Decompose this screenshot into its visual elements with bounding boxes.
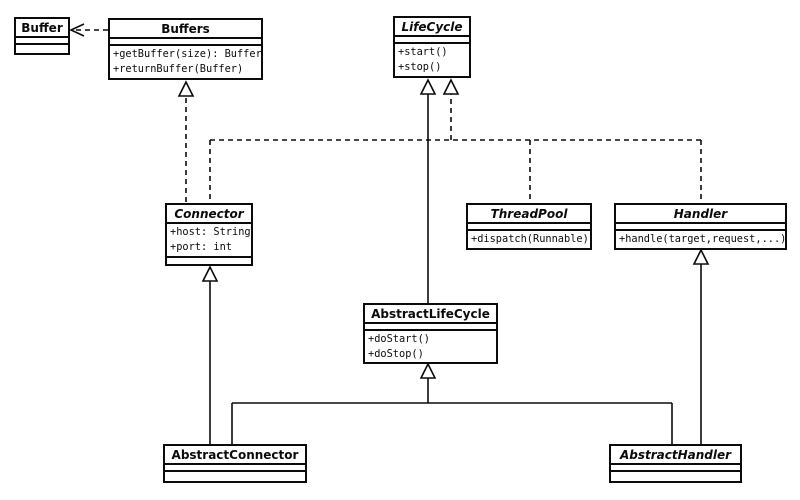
class-handler: Handler +handle(target,request,...) xyxy=(614,203,787,250)
attributes-compartment xyxy=(110,37,261,44)
class-abstractlifecycle: AbstractLifeCycle +doStart() +doStop() xyxy=(363,303,498,364)
class-title: Handler xyxy=(673,207,728,221)
methods-compartment xyxy=(165,470,305,481)
class-title: Buffers xyxy=(161,22,210,36)
method: +doStop() xyxy=(368,348,424,360)
attributes-compartment xyxy=(611,463,740,470)
class-title: AbstractHandler xyxy=(619,448,732,462)
method: +handle(target,request,...) xyxy=(619,233,787,245)
methods-compartment: +doStart() +doStop() xyxy=(365,329,496,362)
method: +dispatch(Runnable) xyxy=(471,233,589,245)
class-title: Buffer xyxy=(21,21,63,35)
hollow-triangle-icon xyxy=(419,362,437,379)
methods-compartment xyxy=(611,470,740,481)
attributes-compartment: +host: String +port: int xyxy=(167,222,251,256)
class-title: AbstractConnector xyxy=(171,448,299,462)
class-abstractconnector: AbstractConnector xyxy=(163,444,307,483)
methods-compartment: +dispatch(Runnable) xyxy=(468,229,590,248)
attributes-compartment xyxy=(16,36,68,43)
method: +doStart() xyxy=(368,333,430,345)
open-arrow-icon xyxy=(69,23,85,37)
class-title: AbstractLifeCycle xyxy=(371,307,490,321)
method: +returnBuffer(Buffer) xyxy=(113,63,244,75)
class-title: Connector xyxy=(174,207,244,221)
hollow-triangle-icon xyxy=(419,78,437,95)
realization-tree-to-lifecycle xyxy=(209,94,702,202)
generalization-tree-to-abstractlifecycle xyxy=(231,378,673,445)
method: +getBuffer(size): Buffer xyxy=(113,48,262,60)
hollow-triangle-icon xyxy=(201,265,219,282)
methods-compartment: +getBuffer(size): Buffer +returnBuffer(B… xyxy=(110,44,261,78)
class-connector: Connector +host: String +port: int xyxy=(165,203,253,266)
class-threadpool: ThreadPool +dispatch(Runnable) xyxy=(466,203,592,250)
methods-compartment: +handle(target,request,...) xyxy=(616,229,785,248)
method: +stop() xyxy=(398,61,442,73)
attribute: +port: int xyxy=(170,241,232,253)
class-buffers: Buffers +getBuffer(size): Buffer +return… xyxy=(108,18,263,80)
class-lifecycle: LifeCycle +start() +stop() xyxy=(393,16,471,78)
attributes-compartment xyxy=(395,35,469,42)
class-abstracthandler: AbstractHandler xyxy=(609,444,742,483)
dependency-edge-buffers-to-buffer xyxy=(69,23,108,37)
attributes-compartment xyxy=(365,322,496,329)
attributes-compartment xyxy=(616,222,785,229)
class-buffer: Buffer xyxy=(14,17,70,55)
attribute: +host: String xyxy=(170,226,251,238)
methods-compartment xyxy=(16,43,68,53)
methods-compartment: +start() +stop() xyxy=(395,42,469,76)
class-title: ThreadPool xyxy=(490,207,568,221)
methods-compartment xyxy=(167,256,251,264)
method: +start() xyxy=(398,46,448,58)
hollow-triangle-icon xyxy=(442,78,460,95)
hollow-triangle-icon xyxy=(177,80,195,97)
attributes-compartment xyxy=(165,463,305,470)
hollow-triangle-icon xyxy=(692,248,710,265)
attributes-compartment xyxy=(468,222,590,229)
class-title: LifeCycle xyxy=(401,20,463,34)
